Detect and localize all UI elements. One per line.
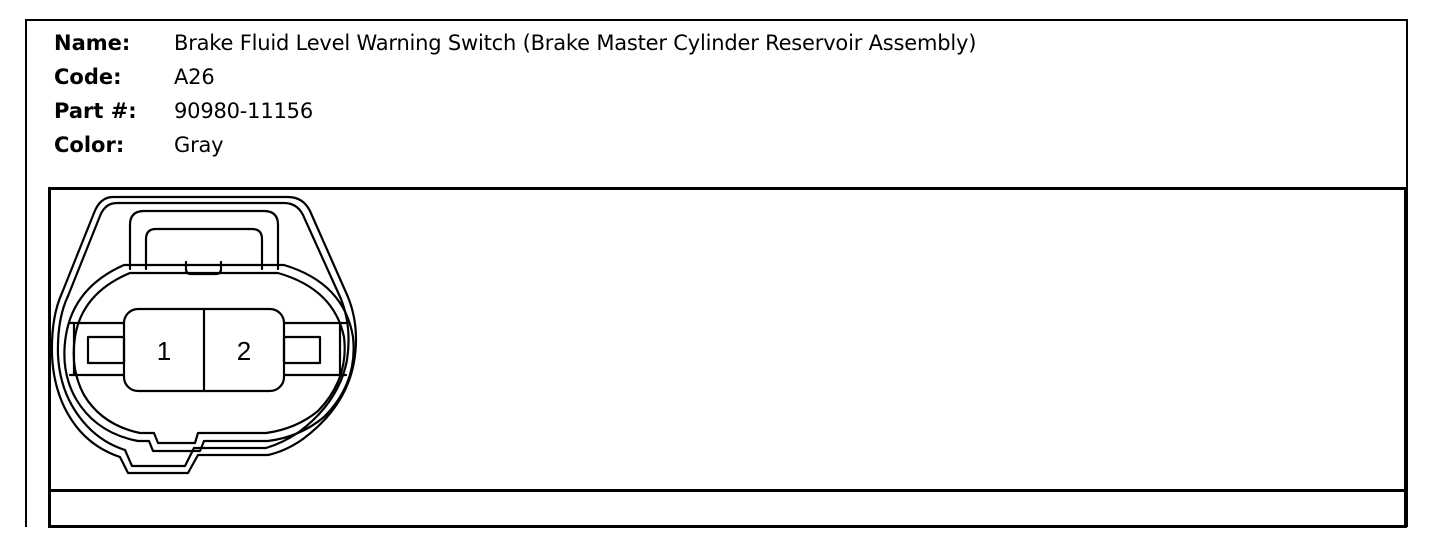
color-label: Color: — [54, 133, 125, 157]
connector-latch-inner — [144, 227, 264, 271]
code-value: A26 — [174, 65, 215, 89]
code-label: Code: — [54, 65, 122, 89]
pin-2-label: 2 — [237, 336, 251, 366]
connector-info-frame — [25, 19, 1408, 527]
connector-housing-outer — [50, 195, 358, 475]
name-value: Brake Fluid Level Warning Switch (Brake … — [174, 31, 977, 55]
color-value: Gray — [174, 133, 224, 157]
bottom-notes-frame — [48, 489, 1407, 528]
part-label: Part #: — [54, 99, 137, 123]
part-value: 90980-11156 — [174, 99, 313, 123]
connector-left-guide — [68, 321, 126, 377]
connector-right-guide-block — [282, 335, 322, 365]
name-label: Name: — [54, 31, 131, 55]
connector-right-guide — [282, 321, 348, 377]
pin-1-label: 1 — [157, 336, 171, 366]
connector-left-guide-block — [86, 335, 126, 365]
connector-cavity-outer — [63, 263, 355, 453]
connector-face-diagram: 1 2 — [50, 195, 358, 475]
connector-latch — [128, 209, 280, 271]
connector-cavity-inner — [72, 271, 346, 445]
